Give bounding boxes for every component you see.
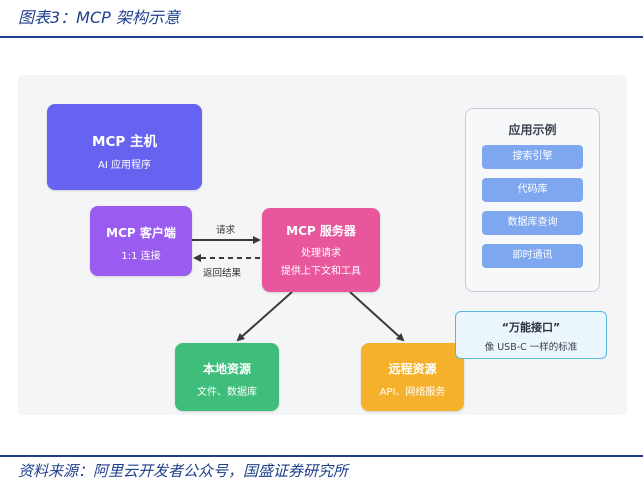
figure-title: 图表3：MCP 架构示意 bbox=[18, 8, 180, 27]
edge-label-request: 请求 bbox=[216, 225, 236, 236]
node-mcp-host: MCP 主机 AI 应用程序 bbox=[47, 104, 202, 190]
node-title: MCP 客户端 bbox=[106, 226, 176, 240]
node-subtitle: API、网络服务 bbox=[379, 387, 446, 398]
example-item: 数据库查询 bbox=[482, 211, 583, 235]
node-line: 处理请求 bbox=[301, 248, 341, 259]
source-note: 资料来源：阿里云开发者公众号，国盛证券研究所 bbox=[18, 462, 349, 480]
examples-title: 应用示例 bbox=[508, 123, 557, 137]
node-mcp-client: MCP 客户端 1:1 连接 bbox=[90, 206, 192, 276]
node-title: 本地资源 bbox=[202, 362, 251, 376]
node-mcp-server: MCP 服务器 处理请求 提供上下文和工具 bbox=[262, 208, 380, 292]
node-subtitle: 文件、数据库 bbox=[197, 387, 257, 398]
edge-label-response: 返回结果 bbox=[203, 268, 242, 279]
analogy-subtitle: 像 USB-C 一样的标准 bbox=[484, 342, 578, 353]
example-item: 即时通讯 bbox=[482, 244, 583, 268]
example-item: 搜索引擎 bbox=[482, 145, 583, 169]
top-rule bbox=[0, 36, 643, 38]
node-title: MCP 服务器 bbox=[286, 224, 356, 238]
example-item: 代码库 bbox=[482, 178, 583, 202]
analogy-title: “万能接口” bbox=[501, 321, 561, 334]
analogy-box: “万能接口” 像 USB-C 一样的标准 bbox=[455, 311, 607, 359]
node-subtitle: 1:1 连接 bbox=[121, 251, 161, 262]
node-title: MCP 主机 bbox=[92, 134, 157, 150]
arrow-to-local bbox=[236, 291, 293, 342]
arrow-to-remote bbox=[349, 291, 405, 342]
node-local-resources: 本地资源 文件、数据库 bbox=[175, 343, 279, 411]
examples-panel: 应用示例 搜索引擎 代码库 数据库查询 即时通讯 bbox=[465, 108, 600, 292]
node-title: 远程资源 bbox=[388, 362, 437, 376]
node-line: 提供上下文和工具 bbox=[281, 266, 361, 277]
node-remote-resources: 远程资源 API、网络服务 bbox=[361, 343, 464, 411]
node-subtitle: AI 应用程序 bbox=[98, 160, 151, 171]
bottom-rule bbox=[0, 455, 643, 457]
